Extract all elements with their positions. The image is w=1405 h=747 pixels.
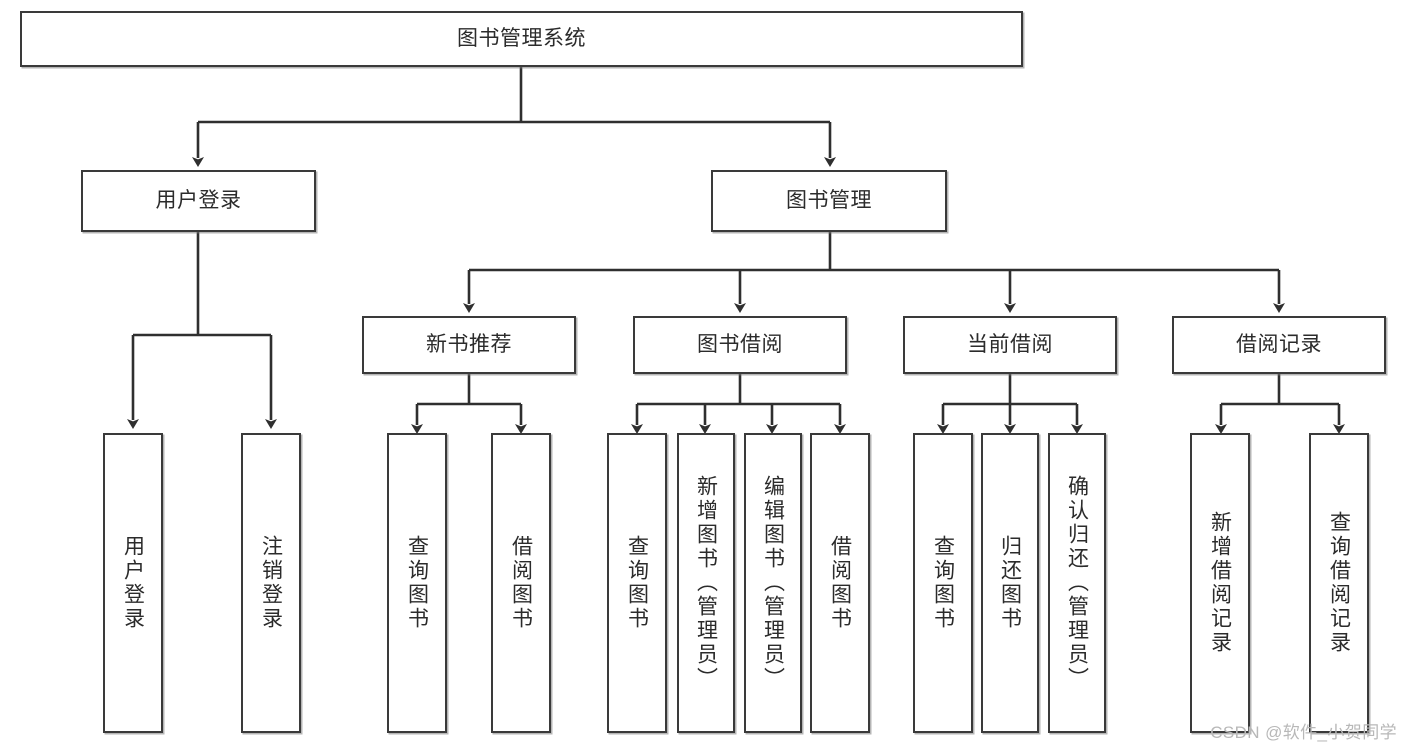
node-leaf-return-book[interactable]: 归还图书: [981, 433, 1039, 733]
node-root-label: 图书管理系统: [457, 26, 586, 50]
node-leaf-edit-book-label: 编辑图书（管理员）: [761, 475, 785, 691]
node-leaf-borrow-book-2[interactable]: 借阅图书: [810, 433, 870, 733]
node-new-book-recommend[interactable]: 新书推荐: [362, 316, 576, 374]
node-leaf-confirm-return[interactable]: 确认归还（管理员）: [1048, 433, 1106, 733]
node-book-borrow-label: 图书借阅: [697, 332, 783, 356]
node-leaf-query-record-label: 查询借阅记录: [1327, 511, 1351, 655]
node-leaf-borrow-book-1[interactable]: 借阅图书: [491, 433, 551, 733]
node-book-manage-label: 图书管理: [786, 188, 872, 212]
node-borrow-record-label: 借阅记录: [1236, 332, 1322, 356]
node-current-borrow-label: 当前借阅: [967, 332, 1053, 356]
node-new-book-recommend-label: 新书推荐: [426, 332, 512, 356]
node-leaf-borrow-book-2-label: 借阅图书: [828, 535, 852, 631]
node-user-login[interactable]: 用户登录: [81, 170, 316, 232]
node-leaf-query-record[interactable]: 查询借阅记录: [1309, 433, 1369, 733]
node-leaf-query-book-3-label: 查询图书: [931, 535, 955, 631]
node-leaf-logout-login[interactable]: 注销登录: [241, 433, 301, 733]
node-leaf-add-book-label: 新增图书（管理员）: [694, 475, 718, 691]
node-leaf-edit-book[interactable]: 编辑图书（管理员）: [744, 433, 802, 733]
node-user-login-label: 用户登录: [155, 188, 242, 212]
node-leaf-logout-login-label: 注销登录: [259, 535, 283, 631]
node-leaf-borrow-book-1-label: 借阅图书: [509, 535, 533, 631]
node-leaf-query-book-2[interactable]: 查询图书: [607, 433, 667, 733]
node-current-borrow[interactable]: 当前借阅: [903, 316, 1117, 374]
node-leaf-add-record-label: 新增借阅记录: [1208, 511, 1232, 655]
csdn-watermark: CSDN @软件_小贺同学: [1210, 723, 1397, 742]
node-root[interactable]: 图书管理系统: [20, 11, 1023, 67]
node-leaf-query-book-1-label: 查询图书: [405, 535, 429, 631]
node-borrow-record[interactable]: 借阅记录: [1172, 316, 1386, 374]
node-leaf-user-login[interactable]: 用户登录: [103, 433, 163, 733]
node-leaf-query-book-2-label: 查询图书: [625, 535, 649, 631]
node-leaf-return-book-label: 归还图书: [998, 535, 1022, 631]
node-book-borrow[interactable]: 图书借阅: [633, 316, 847, 374]
node-leaf-query-book-1[interactable]: 查询图书: [387, 433, 447, 733]
node-leaf-user-login-label: 用户登录: [121, 535, 145, 631]
node-leaf-query-book-3[interactable]: 查询图书: [913, 433, 973, 733]
node-leaf-add-book[interactable]: 新增图书（管理员）: [677, 433, 735, 733]
node-book-manage[interactable]: 图书管理: [711, 170, 947, 232]
node-leaf-add-record[interactable]: 新增借阅记录: [1190, 433, 1250, 733]
node-leaf-confirm-return-label: 确认归还（管理员）: [1065, 475, 1089, 691]
